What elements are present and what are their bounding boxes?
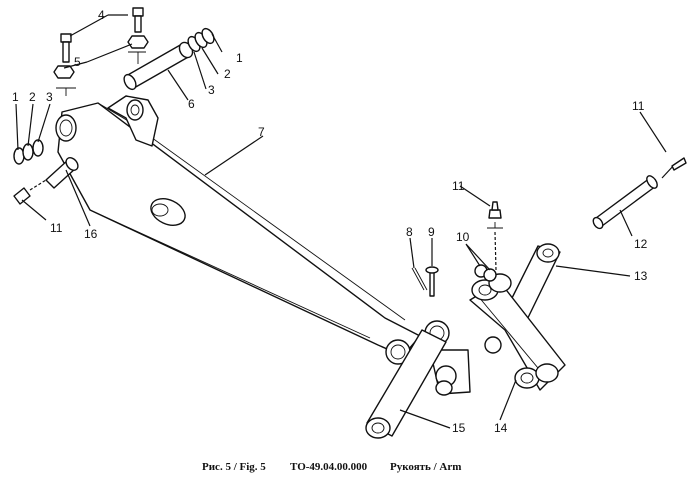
callout-11-left: 11 <box>50 221 63 235</box>
caption-figure-number: Рис. 5 / Fig. 5 <box>202 461 266 473</box>
arm-top-bracket <box>107 95 159 147</box>
callout-6: 6 <box>188 97 195 111</box>
caption-title: Рукоять / Arm <box>390 461 461 473</box>
pin-9 <box>425 266 439 297</box>
callout-7: 7 <box>258 125 265 139</box>
caption-drawing-code: ТО-49.04.00.000 <box>290 461 368 473</box>
bolt-4-right <box>132 7 144 33</box>
callout-12: 12 <box>634 237 648 251</box>
bolt-guide-left <box>56 87 76 96</box>
nut-5-right <box>127 35 149 49</box>
pin-16 <box>45 157 79 189</box>
callout-numbers: 4 5 1 2 3 6 7 1 2 3 11 16 8 9 10 11 11 1… <box>12 8 648 435</box>
callout-3-left: 3 <box>46 90 53 104</box>
callout-2-left: 2 <box>29 90 36 104</box>
callout-16: 16 <box>84 227 98 241</box>
grease-nipple-11-left <box>13 179 47 205</box>
callout-4: 4 <box>98 8 105 22</box>
callout-10: 10 <box>456 230 470 244</box>
leader-lines <box>15 14 667 429</box>
arm-left-bushing <box>55 114 77 142</box>
bolt-guide-right <box>128 51 146 64</box>
callout-14: 14 <box>494 421 508 435</box>
link-14 <box>469 273 566 391</box>
callout-13: 13 <box>634 269 648 283</box>
washers-1-3-left <box>13 139 44 165</box>
arm-body <box>57 102 421 357</box>
washers-1-3-top <box>187 27 215 53</box>
callout-11-center: 11 <box>452 179 465 193</box>
callout-8: 8 <box>406 225 413 239</box>
cotter-pin-8 <box>411 267 428 291</box>
pin-12 <box>592 157 687 230</box>
callout-5: 5 <box>74 55 81 69</box>
figure-caption: Рис. 5 / Fig. 5 ТО-49.04.00.000 Рукоять … <box>202 461 461 473</box>
callout-9: 9 <box>428 225 435 239</box>
callout-15: 15 <box>452 421 466 435</box>
bolt-4-left <box>60 33 72 63</box>
grease-nipple-11-center <box>487 201 503 271</box>
link-15 <box>365 329 447 439</box>
callout-2-top: 2 <box>224 67 231 81</box>
callout-1-top: 1 <box>236 51 243 65</box>
washers-10 <box>474 264 497 282</box>
callout-1-left: 1 <box>12 90 19 104</box>
callout-11-right: 11 <box>632 99 645 113</box>
callout-3-top: 3 <box>208 83 215 97</box>
